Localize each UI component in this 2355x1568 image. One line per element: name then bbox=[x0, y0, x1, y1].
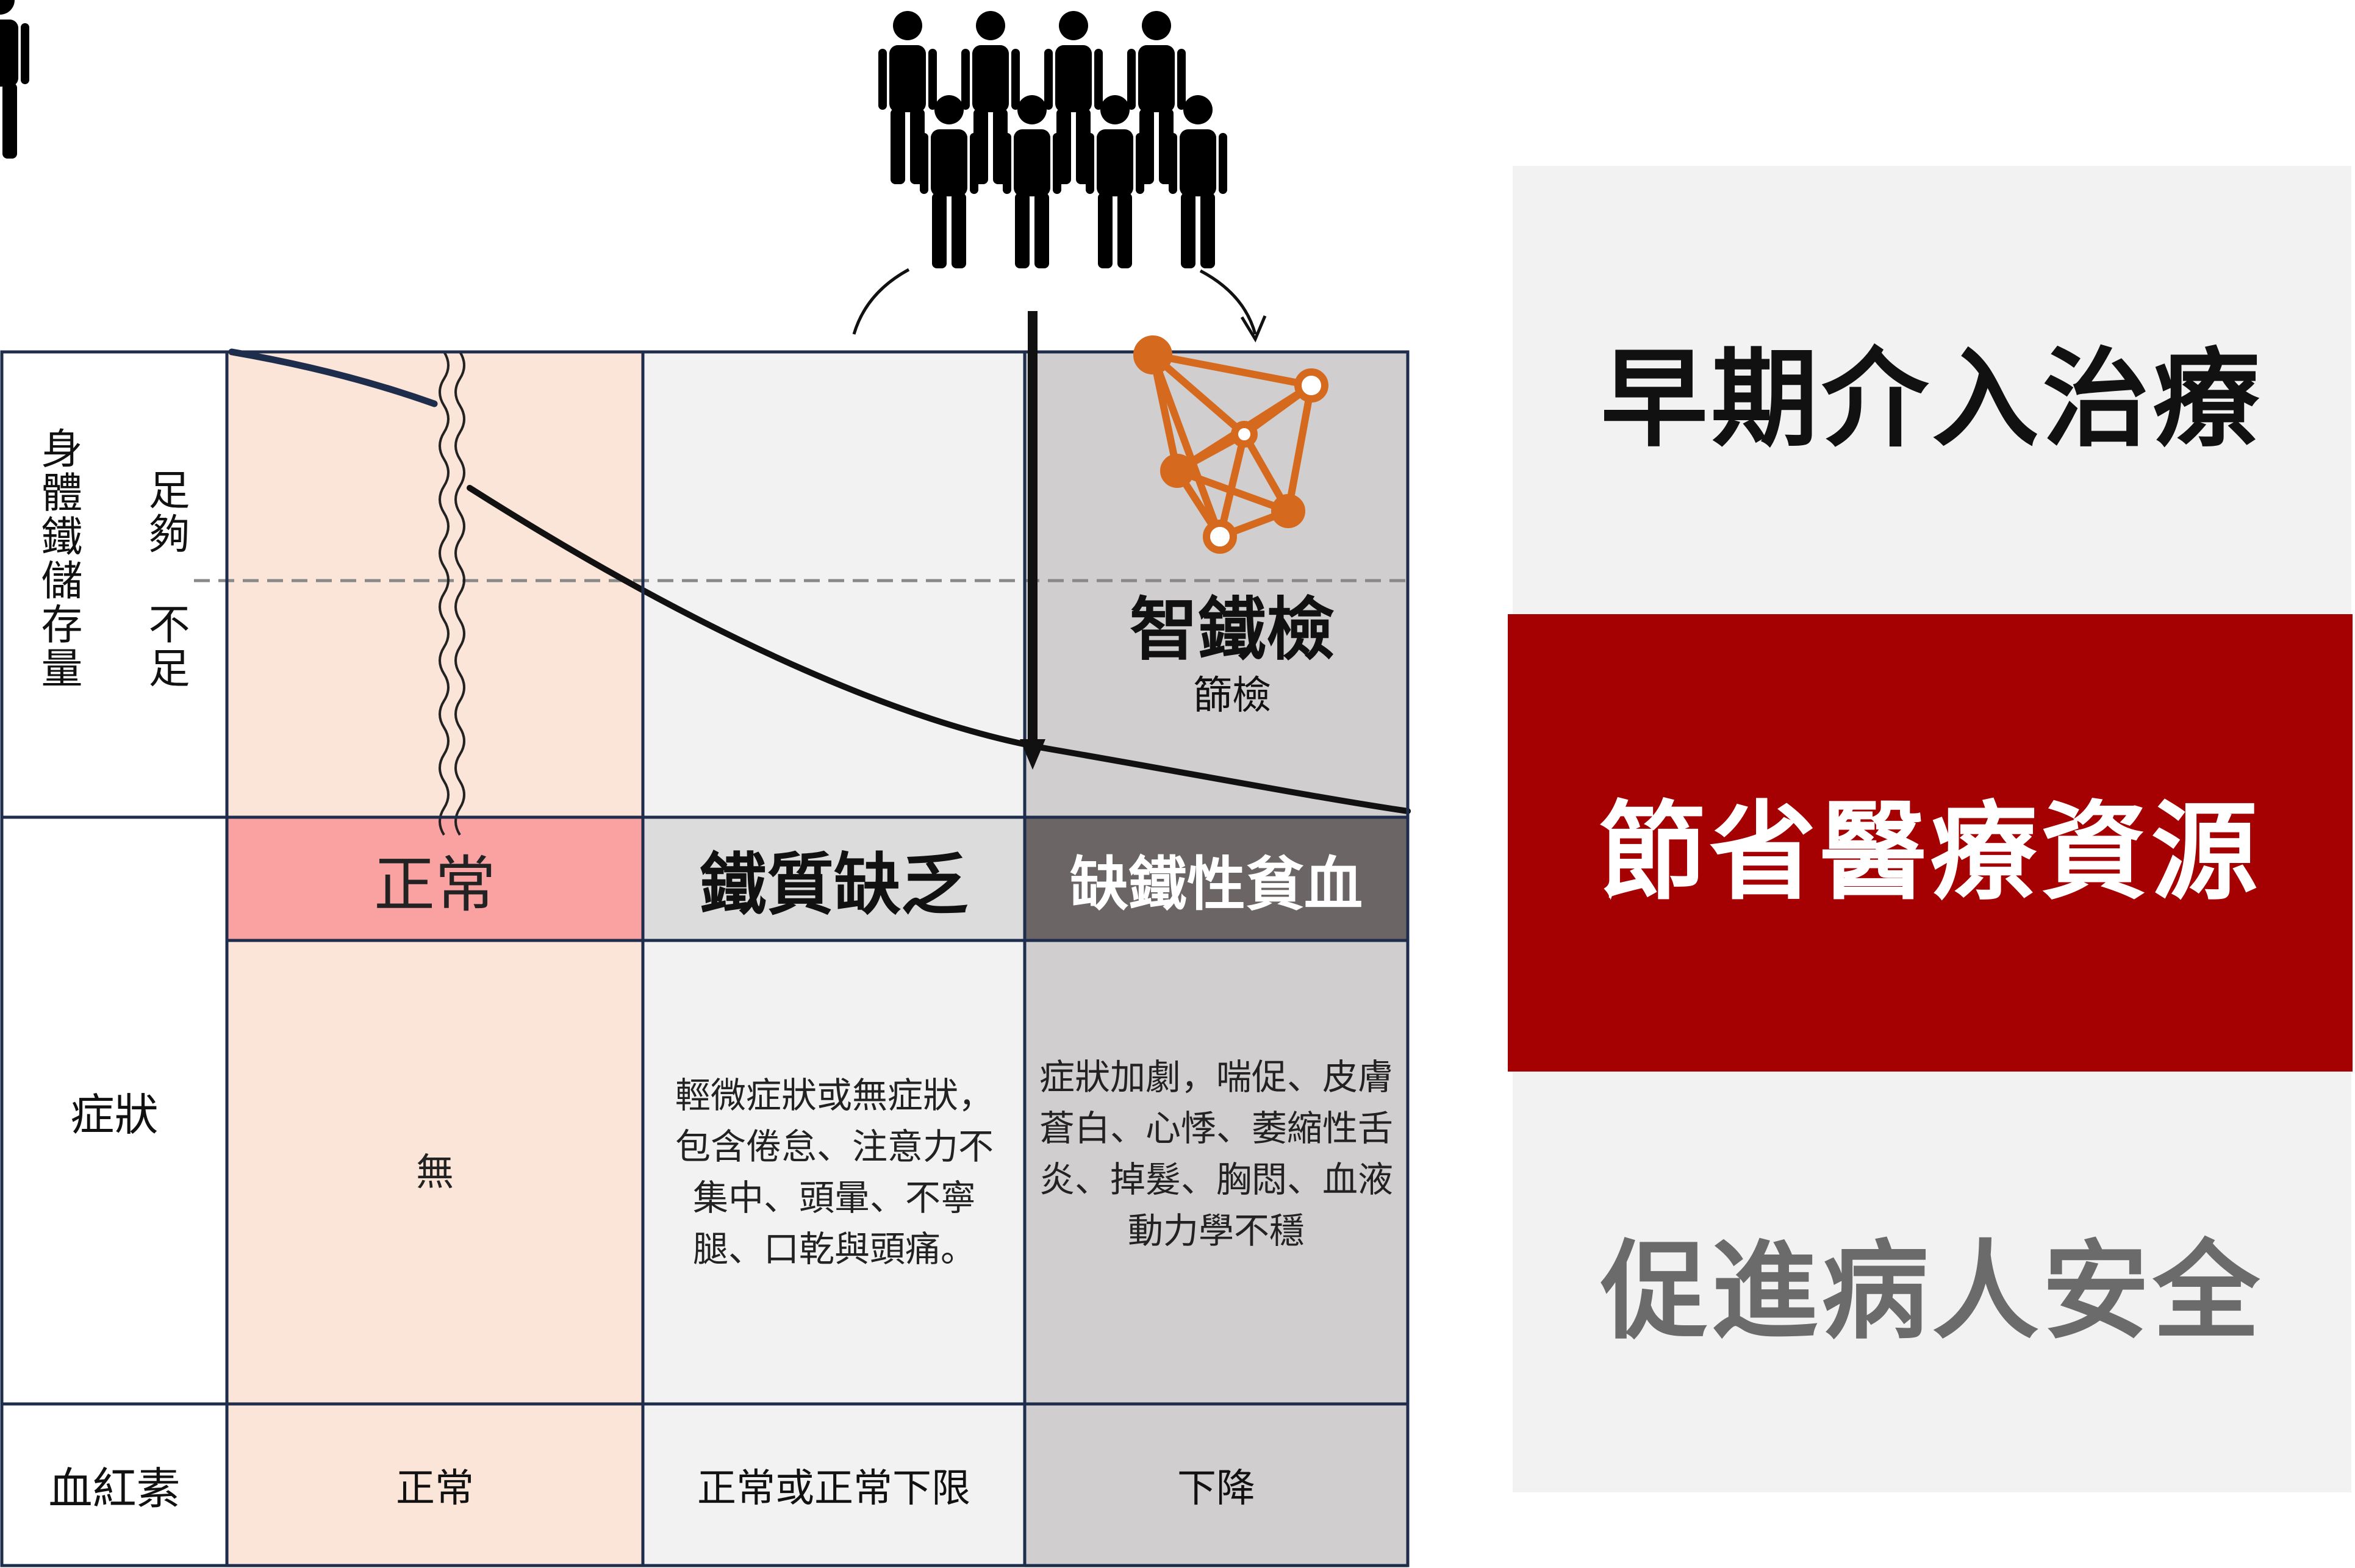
crowd-arc-left bbox=[852, 268, 910, 335]
axis-break-wave-right bbox=[454, 351, 465, 836]
network-icon bbox=[1133, 335, 1328, 554]
symptoms-anemia: 症狀加劇，喘促、皮膚蒼白、心悸、萎縮性舌炎、掉髮、胸悶、血液動力學不穩 bbox=[1039, 1056, 1393, 1252]
stage-header-normal: 正常 bbox=[374, 848, 496, 920]
symptoms-normal: 無 bbox=[415, 1150, 454, 1195]
deficiency-column-bg bbox=[643, 352, 1025, 1567]
screening-title: 智鐵檢 bbox=[1130, 590, 1335, 670]
symptoms-deficiency: 輕微症狀或無症狀，包含倦怠、注意力不集中、頭暈、不寧腿、口乾與頭痛。 bbox=[675, 1074, 994, 1270]
crowd-arc-right bbox=[1199, 269, 1257, 335]
anemia-column-bg bbox=[1025, 352, 1408, 1567]
stage-header-deficiency: 鐵質缺乏 bbox=[700, 846, 968, 924]
storage-curve-start bbox=[228, 348, 438, 407]
screening-subtitle: 篩檢 bbox=[1193, 673, 1271, 718]
storage-axis-label: 身體鐵儲存量 bbox=[34, 427, 82, 690]
benefit-patient-safety: 促進病人安全 bbox=[1600, 1230, 2264, 1354]
axis-break-wave-left bbox=[439, 351, 450, 836]
hemoglobin-deficiency: 正常或正常下限 bbox=[697, 1466, 970, 1511]
hemoglobin-anemia: 下降 bbox=[1177, 1466, 1255, 1511]
hemoglobin-row-label: 血紅素 bbox=[48, 1463, 181, 1514]
stage-header-deficiency-bg bbox=[643, 817, 1025, 940]
hemoglobin-normal: 正常 bbox=[396, 1466, 474, 1511]
benefit-save-resources: 節省醫療資源 bbox=[1508, 614, 2353, 1072]
stage-header-normal-bg bbox=[227, 817, 643, 940]
stage-header-anemia-bg bbox=[1025, 817, 1408, 940]
down-arrow-icon bbox=[1020, 311, 1045, 770]
symptoms-row-label: 症狀 bbox=[70, 1089, 159, 1140]
table-grid bbox=[0, 350, 1410, 1567]
storage-curve-main bbox=[467, 485, 1411, 814]
stage-header-anemia: 缺鐵性貧血 bbox=[1070, 850, 1363, 918]
people-crowd-icon bbox=[0, 0, 1227, 268]
sufficient-label: 足夠 bbox=[141, 468, 189, 556]
benefit-early-intervention: 早期介入治療 bbox=[1600, 338, 2264, 462]
crowd-arc-arrowhead bbox=[1240, 315, 1267, 343]
insufficient-label: 不足 bbox=[141, 603, 189, 690]
